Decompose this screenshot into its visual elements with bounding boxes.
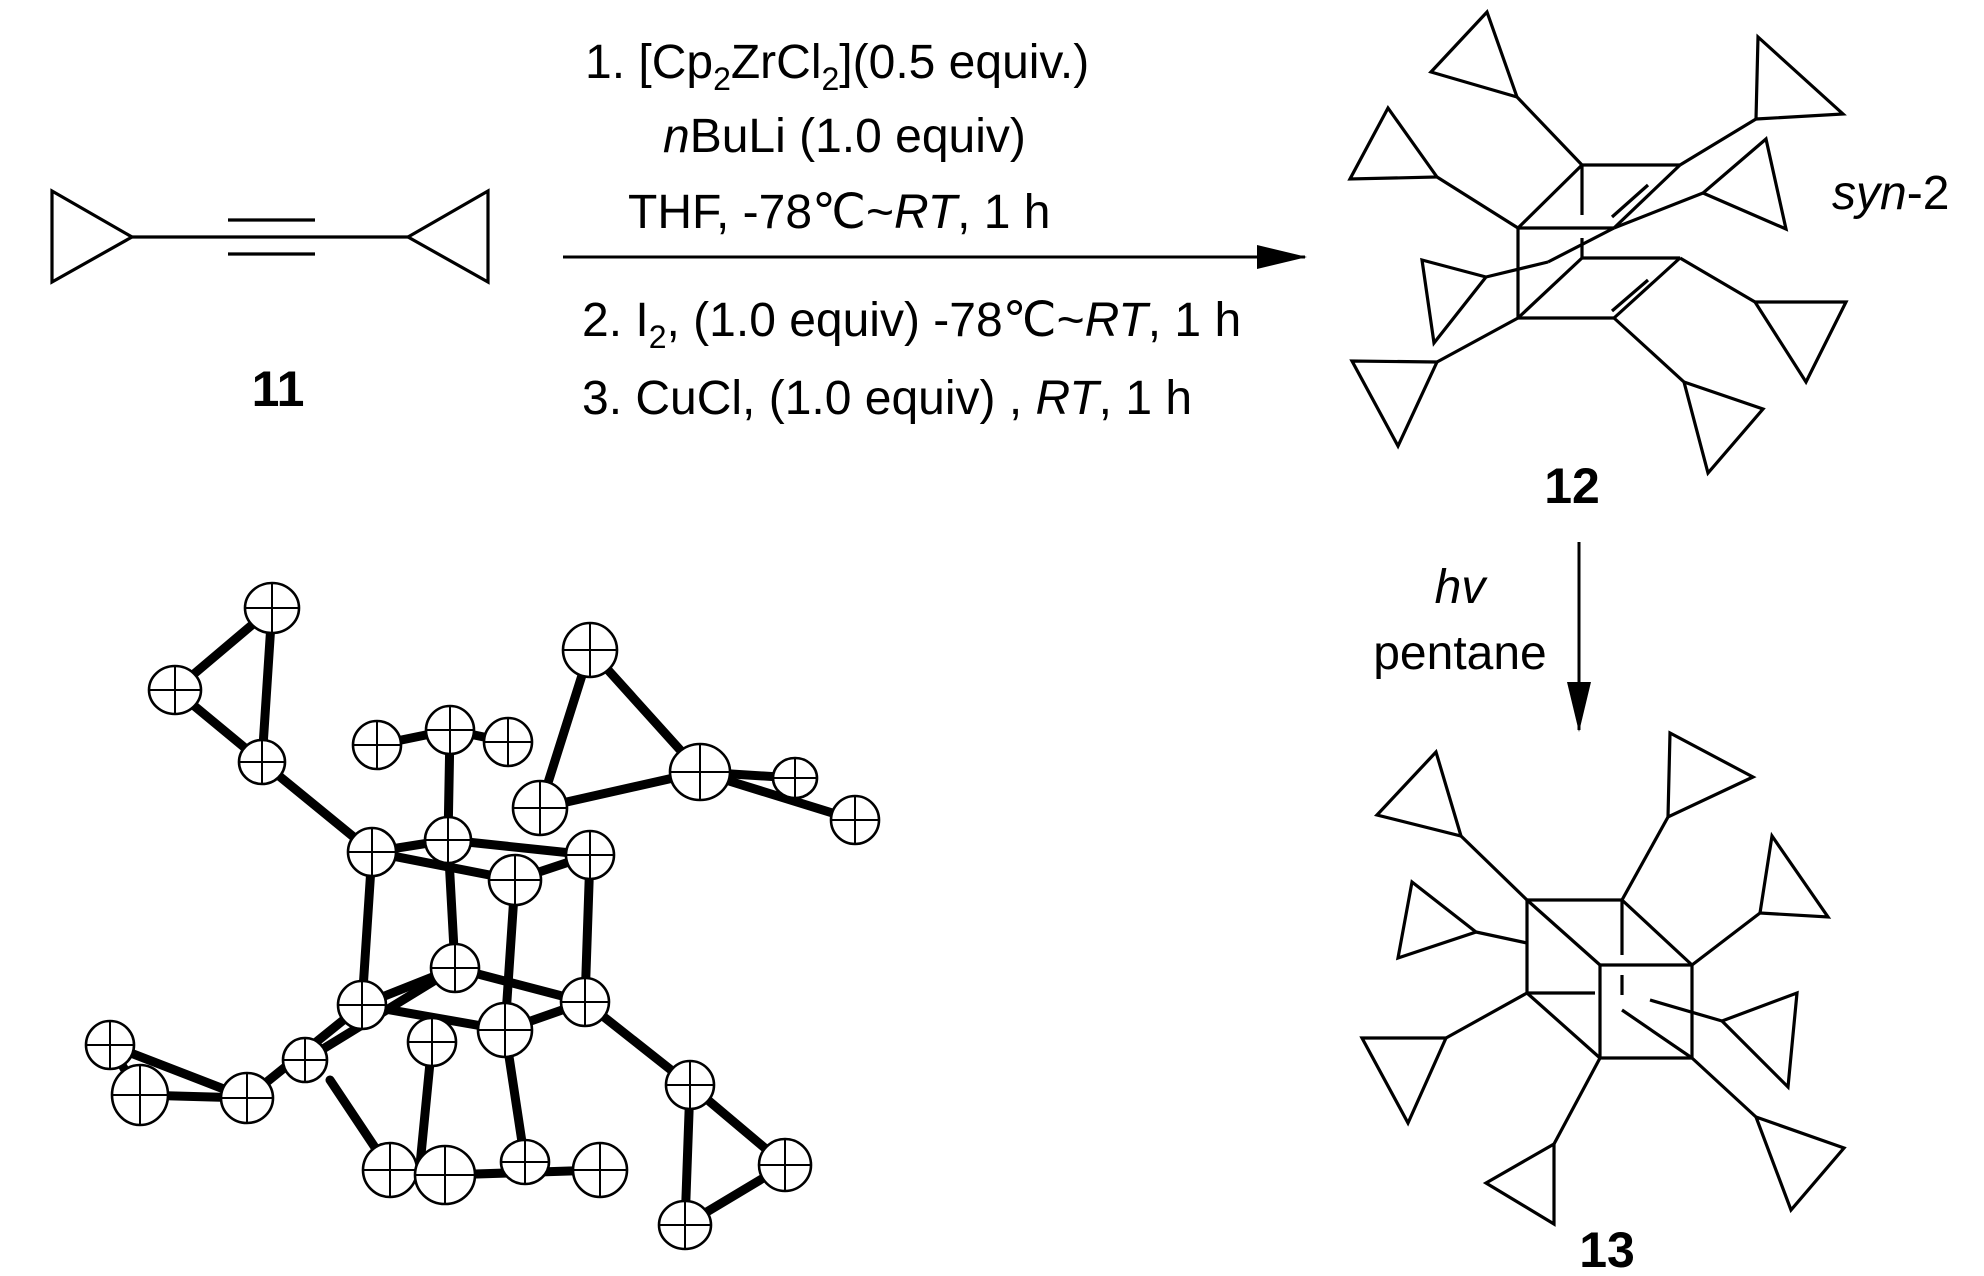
atom [487, 853, 543, 907]
atom [657, 1199, 713, 1251]
atom [664, 1059, 716, 1111]
compound-12-structure [1347, 8, 1849, 477]
atom [147, 664, 203, 716]
atom [482, 716, 534, 768]
photolysis-solvent: pentane [1373, 627, 1547, 680]
atom [829, 794, 881, 846]
atom [219, 1071, 275, 1125]
atom [243, 581, 301, 635]
compound-12-label: 12 [1544, 458, 1600, 514]
crystal-structure-ortep [84, 581, 881, 1251]
photolysis-hv: hv [1435, 561, 1489, 614]
atom [361, 1141, 419, 1199]
atom [564, 829, 616, 881]
atom [757, 1137, 813, 1193]
atom [499, 1138, 551, 1186]
atom [406, 1016, 458, 1068]
atom [476, 1001, 534, 1059]
condition-step1-line3: THF, -78℃~RT, 1 h [628, 186, 1051, 239]
atom [429, 942, 481, 994]
atom [561, 621, 619, 679]
atom [559, 976, 611, 1028]
condition-step3: 3. CuCl, (1.0 equiv) , RT, 1 h [582, 372, 1192, 425]
atom [351, 719, 403, 771]
atom [237, 738, 287, 786]
compound-13-structure [1359, 730, 1847, 1227]
atom [346, 826, 398, 878]
ortep-atoms [84, 581, 881, 1251]
condition-step1-line1: 1. [Cp2ZrCl2](0.5 equiv.) [585, 36, 1089, 97]
atom [771, 756, 819, 800]
compound-11-label: 11 [252, 361, 305, 417]
ortep-bonds [105, 603, 860, 1230]
atom [668, 742, 732, 802]
atom [110, 1063, 170, 1127]
atom [281, 1036, 329, 1084]
stereo-tag-syn2: syn-2 [1832, 167, 1949, 220]
condition-step1-line2: nBuLi (1.0 equiv) [663, 110, 1026, 163]
atom [84, 1019, 136, 1071]
compound-11-structure [50, 188, 490, 285]
atom [424, 704, 476, 756]
atom [571, 1141, 629, 1199]
atom [336, 979, 388, 1031]
compound-13-label: 13 [1579, 1222, 1635, 1276]
condition-step2: 2. I2, (1.0 equiv) -78℃~RT, 1 h [582, 294, 1241, 355]
atom [511, 779, 569, 837]
atom [413, 1144, 477, 1206]
atom [423, 815, 473, 865]
